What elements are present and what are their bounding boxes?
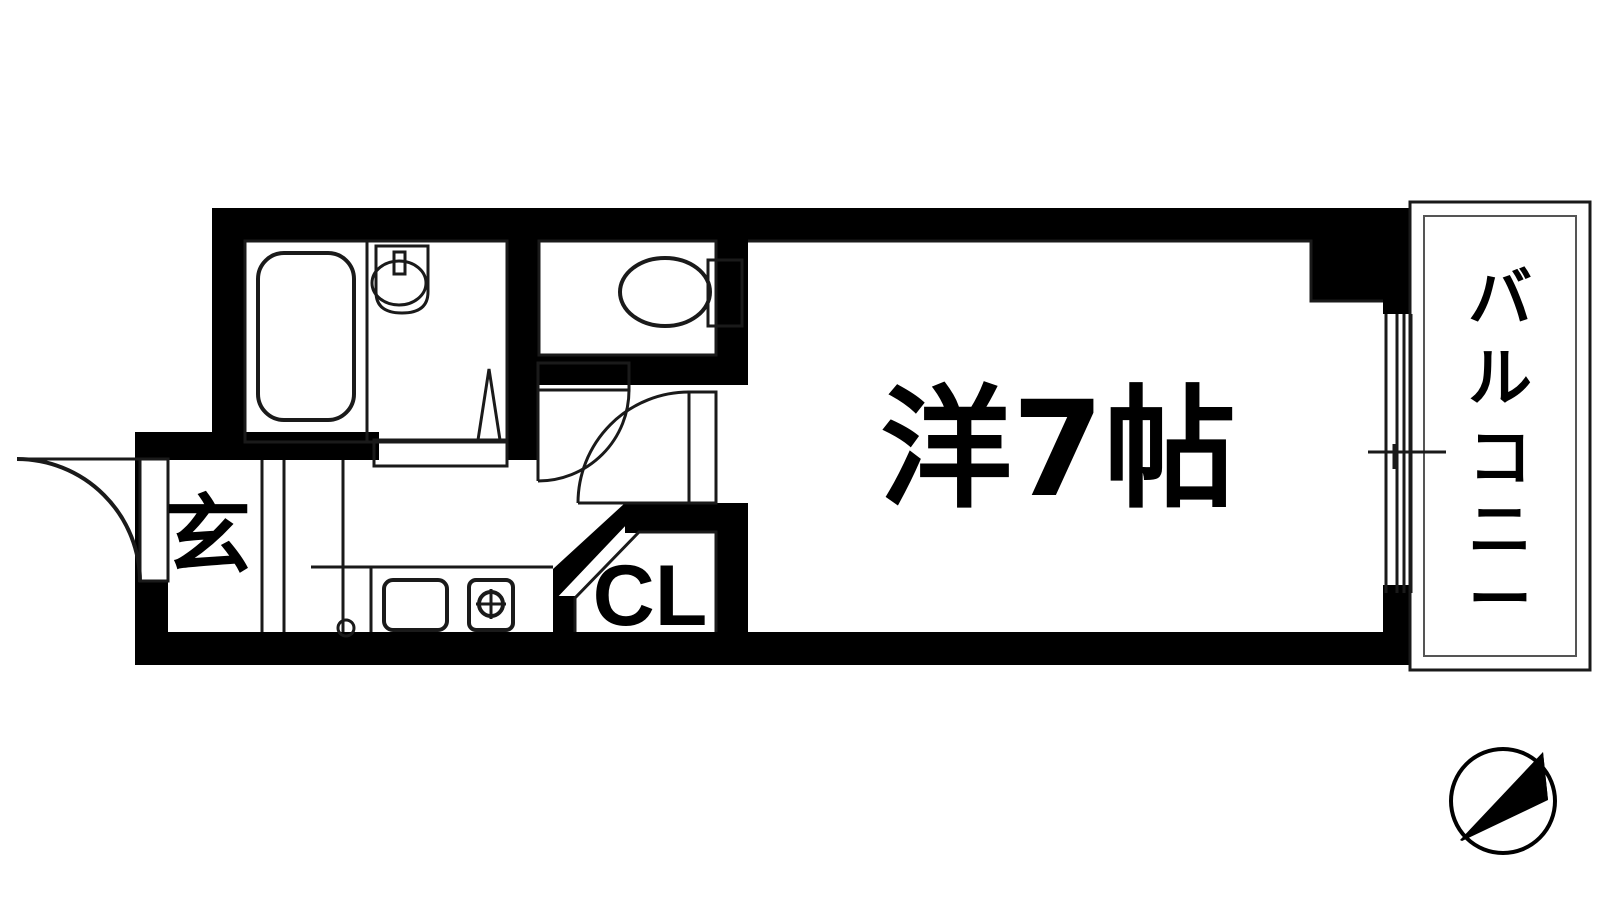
- north-arrow-needle-tail: [1528, 752, 1548, 800]
- closet-outline: [573, 530, 718, 632]
- balcony-label-char-3: ニ: [1468, 494, 1532, 568]
- balcony-label-char-1: ル: [1468, 342, 1532, 416]
- balcony-label-char-4: ー: [1468, 564, 1532, 638]
- wall-entrance-head: [135, 432, 379, 460]
- entrance-door-arc: [16, 457, 142, 583]
- kitchen-sink: [382, 578, 449, 632]
- toilet-door-panel: [536, 361, 631, 392]
- main-room-door-panel: [687, 390, 718, 505]
- wall-structure: [135, 208, 1410, 665]
- balcony-label-char-2: コ: [1468, 422, 1532, 496]
- wall-toilet-left: [507, 355, 539, 460]
- balcony-inner-line: [1423, 215, 1577, 657]
- main-room-label: 洋7帖: [880, 373, 1236, 527]
- washbasin-bowl: [370, 259, 428, 307]
- gas-stove: [467, 578, 515, 632]
- wall-closet-diagonal-foot: [553, 596, 575, 636]
- wall-closet-head: [625, 503, 748, 533]
- washbasin-faucet: [392, 250, 407, 276]
- closet-label: CL: [593, 548, 708, 644]
- bathtub: [256, 251, 356, 422]
- toilet-door-arc: [537, 389, 631, 483]
- wall-right-upper: [1383, 208, 1410, 314]
- wall-bath-left: [212, 208, 245, 446]
- entrance-label: 玄: [165, 486, 251, 586]
- entrance-door-frame: [138, 457, 170, 583]
- main-room-outline: [748, 239, 1383, 303]
- washbasin: [374, 244, 430, 315]
- north-arrow: [1449, 747, 1557, 855]
- bath-door-threshold: [372, 438, 509, 468]
- toilet-room-outline: [537, 239, 718, 357]
- north-arrow-needle: [1460, 752, 1548, 841]
- toilet-bowl: [618, 256, 712, 328]
- bath-room-outline: [243, 239, 509, 444]
- wall-closet-diagonal: [553, 503, 647, 602]
- interior-linework: [16, 200, 1592, 672]
- wall-bottom-outer: [135, 632, 1410, 665]
- toilet-tank: [706, 258, 744, 328]
- bath-folding-door: [476, 368, 502, 442]
- wall-main-room-left-mid: [716, 355, 748, 385]
- floor-drain: [336, 618, 356, 638]
- wall-top-outer: [212, 208, 1345, 241]
- balcony-label: バ ル コ ニ ー: [1468, 262, 1532, 638]
- balcony-label-char-0: バ: [1468, 262, 1532, 336]
- wall-toilet-bottom: [539, 355, 748, 385]
- main-room-door-arc: [576, 390, 690, 504]
